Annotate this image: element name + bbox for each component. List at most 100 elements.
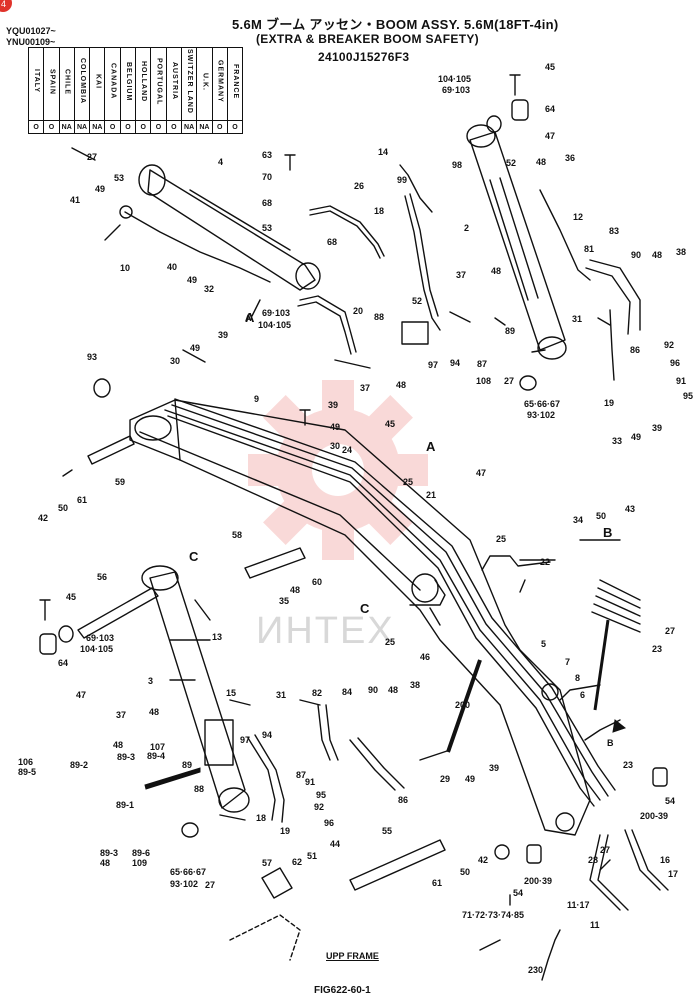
part-callout: 69·103: [442, 85, 471, 95]
part-callout: 46: [420, 652, 431, 662]
part-callout: 27: [504, 376, 515, 386]
part-callout: 31: [572, 314, 583, 324]
part-callout: 86: [630, 345, 641, 355]
part-callout: 62: [292, 857, 303, 867]
part-callout: 37: [116, 710, 127, 720]
part-callout: 98: [452, 160, 463, 170]
part-callout: 48: [100, 858, 111, 868]
part-callout: 89-6: [132, 848, 151, 858]
part-callout: 15: [226, 688, 237, 698]
part-callout: 50: [460, 867, 471, 877]
part-callout: 7: [565, 657, 571, 667]
part-callout: 41: [70, 195, 81, 205]
country-colombia: COLOMBIA: [73, 47, 91, 121]
part-callout: 22: [540, 557, 551, 567]
part-callout: 69·103: [262, 308, 291, 318]
country-value: O: [165, 120, 182, 134]
part-callout: 104·105: [258, 320, 292, 330]
part-callout: 64: [545, 104, 556, 114]
part-callout: 200: [455, 700, 471, 710]
country-uk: U.K.: [196, 47, 213, 121]
bushing-54: [652, 767, 668, 787]
part-callout: 6: [580, 690, 586, 700]
part-callout: 54: [513, 888, 524, 898]
part-callout: 95: [683, 391, 694, 401]
part-callout: 16: [660, 855, 671, 865]
part-callout: 49: [187, 275, 198, 285]
part-callout: 53: [262, 223, 273, 233]
country-austria: AUSTRIA: [165, 47, 182, 121]
part-callout: 35: [279, 596, 290, 606]
country-value: NA: [73, 120, 91, 134]
country-italy: ITALY: [27, 47, 45, 121]
part-callout: 48: [149, 707, 160, 717]
part-callout: 31: [276, 690, 287, 700]
watermark-text: ИНТЕХ: [256, 610, 395, 652]
part-callout: 65·66·67: [170, 867, 207, 877]
part-callout: 11: [590, 920, 600, 930]
country-value: O: [211, 120, 228, 134]
part-callout: 93: [87, 352, 98, 362]
part-callout: 18: [374, 206, 385, 216]
part-callout: 59: [115, 477, 126, 487]
part-callout: 30: [170, 356, 181, 366]
view-label-b: B: [603, 525, 613, 540]
part-callout: 49: [95, 184, 106, 194]
part-callout: 88: [374, 312, 385, 322]
part-callout: 47: [545, 131, 556, 141]
boom-body: [129, 399, 591, 836]
view-label-a: A: [245, 310, 255, 325]
part-callout: 45: [545, 62, 556, 72]
part-callout: 71·72·73·74·85: [462, 910, 525, 920]
part-callout: 25: [496, 534, 507, 544]
part-callout: 27: [205, 880, 216, 890]
part-callout: B: [607, 738, 614, 748]
country-value: O: [226, 120, 244, 134]
upp-frame-label: UPP FRAME: [326, 951, 379, 961]
part-callout: 93·102: [170, 879, 199, 889]
part-callout: 21: [426, 490, 437, 500]
part-callout: 47: [76, 690, 87, 700]
part-callout: 91: [305, 777, 316, 787]
part-callout: 48: [290, 585, 301, 595]
part-callout: 107: [150, 742, 166, 752]
part-callout: 54: [665, 796, 676, 806]
part-callout: 51: [307, 851, 318, 861]
part-callout: 92: [664, 340, 675, 350]
part-callout: A: [245, 313, 252, 323]
part-callout: 89-3: [100, 848, 119, 858]
country-value: NA: [58, 120, 75, 134]
part-callout: 58: [232, 530, 243, 540]
country-value: O: [150, 120, 167, 134]
part-callout: 39: [218, 330, 229, 340]
part-callout: 48: [113, 740, 124, 750]
part-callout: 23: [652, 644, 663, 654]
part-callout: 14: [378, 147, 389, 157]
part-callout: 56: [97, 572, 108, 582]
part-callout: 47: [476, 468, 487, 478]
part-callout: 89-3: [117, 752, 136, 762]
pin-56: [77, 587, 159, 639]
bushing-64: [511, 99, 529, 121]
cylinder-2: [469, 131, 566, 351]
country-belgium: BELGIUM: [119, 47, 137, 121]
bushing-54b: [526, 844, 542, 864]
cylinder-4: [147, 169, 316, 291]
part-callout: 42: [38, 513, 49, 523]
part-callout: 89-5: [18, 767, 37, 777]
part-callout: 61: [77, 495, 88, 505]
country-holland: HOLLAND: [135, 47, 152, 121]
part-callout: 24: [342, 445, 353, 455]
part-callout: 5: [541, 639, 547, 649]
page-subtitle: (EXTRA & BREAKER BOOM SAFETY): [256, 32, 479, 46]
pin-55: [349, 839, 446, 891]
part-callout: 68: [327, 237, 338, 247]
part-callout: 97: [428, 360, 439, 370]
country-canada: CANADA: [104, 47, 121, 121]
country-value: NA: [196, 120, 213, 134]
part-callout: 53: [114, 173, 125, 183]
part-callout: 97: [240, 735, 251, 745]
part-callout: 200·39: [524, 876, 553, 886]
part-callout: 28: [588, 855, 599, 865]
part-callout: 95: [316, 790, 327, 800]
